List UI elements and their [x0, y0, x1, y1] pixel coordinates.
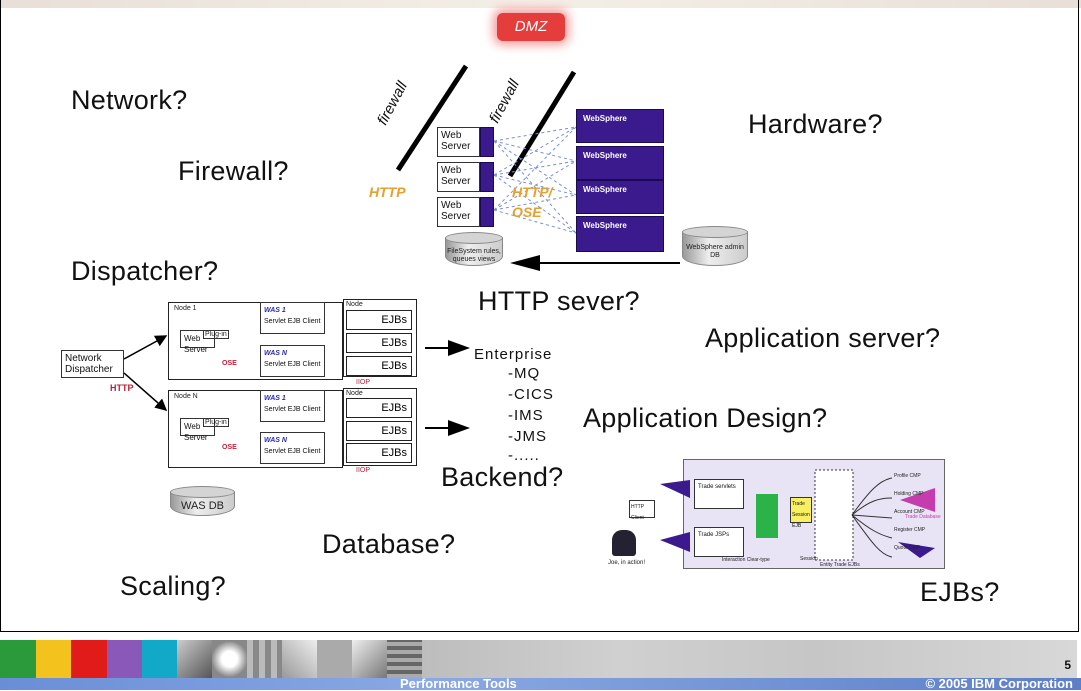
page-number: 5	[1064, 658, 1071, 672]
footer-tile-photo-6	[352, 640, 387, 678]
node-1-web-server: Web Server	[180, 330, 215, 354]
admin-db-cylinder: WebSphere admin DB	[682, 226, 748, 266]
node-1-label: Node 1	[174, 305, 197, 312]
footer-blue-bar	[0, 678, 1081, 690]
footer-tile-photo-5	[317, 640, 352, 678]
interaction-label: Interaction Clear-type	[722, 557, 770, 563]
entity-beans-label: Entity Trade EJBs	[820, 562, 860, 568]
websphere-box-2: WebSphere	[576, 146, 664, 180]
network-question: Network?	[71, 85, 188, 115]
web-server-tab-3	[480, 197, 494, 227]
enterprise-title: Enterprise	[474, 346, 553, 363]
ejbs-box-Na: EJBs	[346, 398, 412, 418]
web-server-box-3: Web Server	[437, 197, 480, 227]
entity-account: Account CMP	[894, 509, 925, 515]
trade-servlets-box: Trade servlets	[694, 479, 744, 509]
dispatcher-question: Dispatcher?	[71, 256, 219, 286]
footer-tile-yellow	[36, 640, 71, 678]
node-N-web-server: Web Server	[180, 418, 215, 442]
footer-tile-gray-fill	[422, 640, 1077, 678]
footer-tile-photo-1	[177, 640, 212, 678]
filesystem-cylinder: FileSystem rules, queues views	[445, 232, 503, 266]
entity-holding: Holding CMP	[894, 491, 924, 497]
http-topology-label: HTTP	[110, 383, 134, 393]
enterprise-item-mq: -MQ	[508, 365, 541, 382]
entity-quote: Quote CMP	[894, 545, 921, 551]
web-server-tab-2	[480, 162, 494, 192]
web-server-box-2: Web Server	[437, 162, 480, 192]
footer-title: Performance Tools	[400, 676, 517, 691]
footer-tile-cyan	[142, 640, 177, 678]
websphere-box-3: WebSphere	[576, 180, 664, 214]
scaling-question: Scaling?	[120, 571, 226, 601]
ejbs-box-Nc: EJBs	[346, 443, 412, 463]
ejbs-box-1c: EJBs	[346, 356, 412, 376]
firewall-question: Firewall?	[178, 156, 289, 186]
footer: 5 Performance Tools © 2005 IBM Corporati…	[0, 632, 1081, 691]
dmz-label: DMZ	[497, 13, 565, 41]
entity-profile: Profile CMP	[894, 473, 921, 479]
trade-session-box: Trade Session EJB	[790, 497, 812, 529]
http-client-box: HTTP Client	[629, 500, 655, 521]
node-N-ose: OSE	[222, 444, 237, 451]
ejbs-box-1b: EJBs	[346, 333, 412, 353]
session-label: Session	[800, 556, 818, 562]
footer-tile-photo-7	[387, 640, 422, 678]
http-label: HTTP	[369, 184, 406, 200]
node-1-plugin: Plug-in	[203, 330, 229, 339]
websphere-box-4: WebSphere	[576, 216, 664, 252]
footer-tiles	[0, 640, 1077, 678]
ejb-node-1-label: Node	[346, 301, 363, 308]
ejbs-question: EJBs?	[920, 577, 1000, 607]
enterprise-item-ims: -IMS	[508, 407, 544, 424]
top-strip	[0, 0, 1081, 8]
http-ose-label: HTTP/ OSE	[512, 184, 553, 220]
ejb-node-N-label: Node	[346, 390, 363, 397]
iiop-label-1: IIOP	[356, 379, 371, 386]
footer-tile-green	[0, 640, 36, 678]
enterprise-item-cics: -CICS	[508, 386, 554, 403]
footer-tile-photo-2	[212, 640, 247, 678]
entity-register: Register CMP	[894, 527, 926, 533]
footer-tile-photo-3	[247, 640, 282, 678]
web-server-box-1: Web Server	[437, 127, 480, 157]
footer-tile-red	[71, 640, 107, 678]
network-dispatcher-box: Network Dispatcher	[61, 350, 124, 378]
database-question: Database?	[322, 529, 456, 559]
trade-jsps-box: Trade JSPs	[694, 527, 744, 557]
trade-db-label: Trade Database	[905, 514, 941, 520]
ejbs-box-Nb: EJBs	[346, 421, 412, 441]
websphere-box-1: WebSphere	[576, 109, 664, 143]
footer-tile-photo-4	[282, 640, 317, 678]
was-db-cylinder: WAS DB	[170, 486, 235, 516]
backend-question: Backend?	[441, 462, 564, 492]
node-N-label: Node N	[174, 393, 198, 400]
user-caption: Joe, in action!	[608, 560, 646, 566]
app-design-question: Application Design?	[583, 403, 828, 433]
node-1-ose: OSE	[222, 360, 237, 367]
ejbs-box-1a: EJBs	[346, 310, 412, 330]
http-server-question: HTTP sever?	[478, 286, 640, 316]
node-N-plugin: Plug-in	[203, 418, 229, 427]
enterprise-item-jms: -JMS	[508, 428, 547, 445]
iiop-label-N: IIOP	[356, 467, 371, 474]
footer-tile-purple	[107, 640, 142, 678]
user-figure-icon	[612, 530, 636, 556]
app-server-question: Application server?	[705, 323, 941, 353]
enterprise-item-more: -.....	[508, 447, 540, 464]
footer-copyright: © 2005 IBM Corporation	[925, 676, 1073, 691]
web-server-tab-1	[480, 127, 494, 157]
hardware-question: Hardware?	[748, 109, 883, 139]
slide-frame	[0, 0, 1079, 632]
